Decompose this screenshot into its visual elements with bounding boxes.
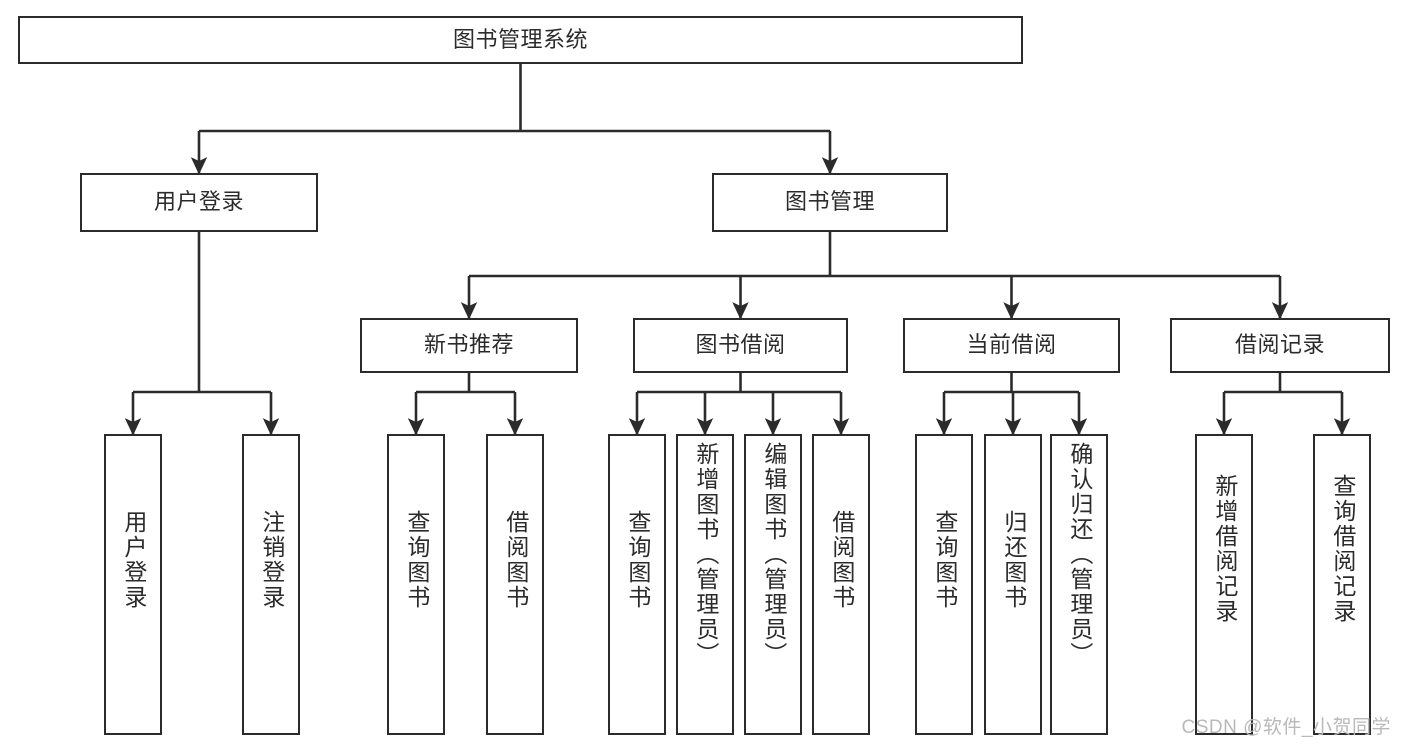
leaf-query-book-current[interactable]: 查询图书 [915, 434, 973, 735]
node-label: 注销登录 [258, 510, 285, 610]
leaf-query-borrow-record[interactable]: 查询借阅记录 [1313, 434, 1371, 735]
node-book-borrowing[interactable]: 图书借阅 [633, 318, 848, 373]
node-root-book-management-system[interactable]: 图书管理系统 [18, 16, 1023, 64]
leaf-user-logout[interactable]: 注销登录 [242, 434, 300, 735]
node-label: 图书管理系统 [452, 26, 588, 52]
node-label: 新书推荐 [423, 332, 514, 358]
node-label: 当前借阅 [966, 332, 1057, 358]
node-label: 归还图书 [1000, 510, 1027, 610]
node-label: 查询图书 [931, 510, 958, 610]
leaf-return-book[interactable]: 归还图书 [984, 434, 1042, 735]
leaf-borrow-book-borrowing[interactable]: 借阅图书 [812, 434, 870, 735]
leaf-add-book-admin[interactable]: 新增图书（管理员） [676, 434, 734, 735]
node-label: 借阅记录 [1234, 332, 1325, 358]
node-label: 用户登录 [153, 189, 244, 215]
leaf-borrow-book-new-book[interactable]: 借阅图书 [486, 434, 544, 735]
node-current-borrowing[interactable]: 当前借阅 [903, 318, 1120, 373]
node-new-book-recommendation[interactable]: 新书推荐 [360, 318, 578, 373]
leaf-query-book-borrowing[interactable]: 查询图书 [608, 434, 666, 735]
leaf-user-login[interactable]: 用户登录 [104, 434, 162, 735]
watermark-text: CSDN @软件_小贺同学 [1181, 717, 1391, 738]
node-label: 新增图书（管理员） [692, 442, 719, 667]
node-label: 查询借阅记录 [1329, 474, 1356, 624]
leaf-confirm-return-admin[interactable]: 确认归还（管理员） [1050, 434, 1108, 735]
node-label: 查询图书 [403, 510, 430, 610]
node-borrow-record[interactable]: 借阅记录 [1170, 318, 1390, 373]
node-book-management[interactable]: 图书管理 [712, 173, 948, 232]
leaf-edit-book-admin[interactable]: 编辑图书（管理员） [744, 434, 802, 735]
node-label: 查询图书 [624, 510, 651, 610]
node-label: 图书管理 [784, 189, 875, 215]
node-label: 借阅图书 [502, 510, 529, 610]
node-label: 图书借阅 [695, 332, 786, 358]
node-label: 借阅图书 [828, 510, 855, 610]
leaf-query-book-new-book[interactable]: 查询图书 [387, 434, 445, 735]
leaf-add-borrow-record[interactable]: 新增借阅记录 [1195, 434, 1253, 735]
node-label: 编辑图书（管理员） [760, 442, 787, 667]
node-label: 用户登录 [120, 510, 147, 610]
node-label: 新增借阅记录 [1211, 474, 1238, 624]
node-user-login[interactable]: 用户登录 [80, 173, 318, 232]
node-label: 确认归还（管理员） [1066, 442, 1093, 667]
